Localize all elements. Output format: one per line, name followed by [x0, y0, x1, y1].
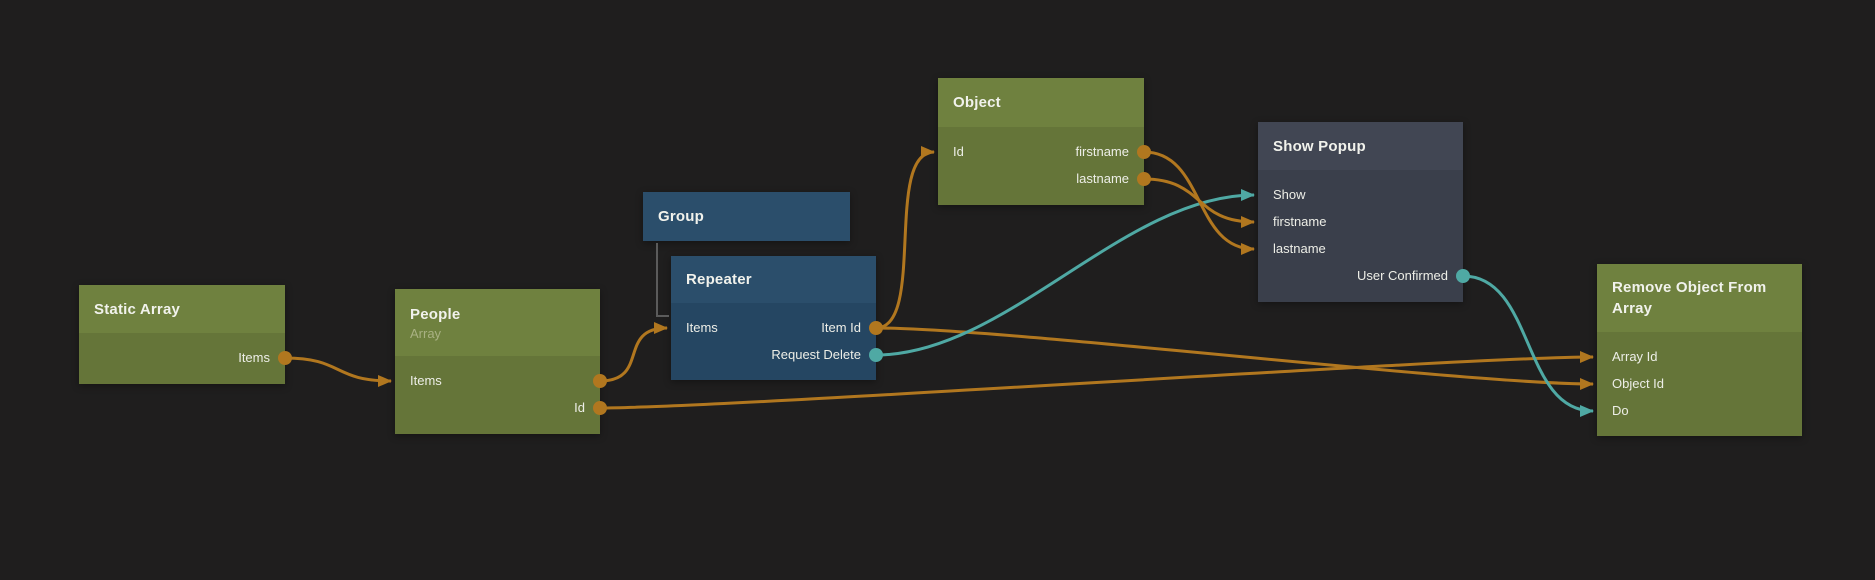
node-subtitle: Array [410, 325, 442, 341]
port-items[interactable]: Items [686, 320, 718, 335]
port-lastname[interactable]: lastname [1273, 241, 1326, 256]
node-header[interactable]: Group [643, 192, 850, 241]
port-row: Show [1258, 181, 1463, 208]
port-id[interactable]: Id [574, 400, 585, 415]
node-body: Items [79, 333, 285, 371]
node-body: Array Id Object Id Do [1597, 332, 1802, 424]
node-title: Show Popup [1273, 137, 1366, 155]
port-row: Items [395, 367, 600, 394]
node-title: Remove Object From Array [1612, 279, 1767, 317]
port-object-id[interactable]: Object Id [1612, 376, 1665, 391]
port-item-id[interactable]: Item Id [821, 320, 861, 335]
port-row: Request Delete [671, 341, 876, 368]
port-row: lastname [938, 165, 1144, 192]
node-header[interactable]: Static Array [79, 285, 285, 333]
port-firstname[interactable]: firstname [1273, 214, 1327, 229]
port-firstname[interactable]: firstname [1075, 144, 1129, 159]
port-id[interactable]: Id [953, 144, 964, 159]
port-row: Items Item Id [671, 314, 876, 341]
port-request-delete[interactable]: Request Delete [771, 347, 861, 362]
node-body: Items Item Id Request Delete [671, 303, 876, 368]
wire-static-array-items-to-people-items[interactable] [284, 356, 392, 387]
port-array-id[interactable]: Array Id [1612, 349, 1658, 364]
port-row: firstname [1258, 208, 1463, 235]
node-title: Group [658, 208, 704, 225]
node-group[interactable]: Group [643, 192, 850, 241]
wire-show-popup-user-confirmed-to-remove-object-do[interactable] [1462, 274, 1594, 417]
port-items[interactable]: Items [238, 350, 270, 365]
port-row: Do [1597, 397, 1802, 424]
group-child-connector [656, 243, 669, 317]
port-do[interactable]: Do [1612, 403, 1629, 418]
port-items[interactable]: Items [410, 373, 442, 388]
node-header[interactable]: Object [938, 78, 1144, 127]
wire-object-lastname-to-show-popup-firstname[interactable] [1143, 177, 1255, 228]
port-row: Id firstname [938, 138, 1144, 165]
node-body: Id firstname lastname [938, 127, 1144, 192]
node-title: People [410, 305, 461, 323]
port-user-confirmed[interactable]: User Confirmed [1356, 268, 1448, 283]
node-title: Static Array [94, 300, 181, 318]
port-row: Id [395, 394, 600, 421]
port-row: User Confirmed [1258, 262, 1463, 289]
port-row: Array Id [1597, 343, 1802, 370]
node-header[interactable]: Repeater [671, 256, 876, 303]
port-row: lastname [1258, 235, 1463, 262]
port-show[interactable]: Show [1273, 187, 1306, 202]
wire-people-items-to-repeater-items[interactable] [599, 322, 668, 383]
port-lastname[interactable]: lastname [1076, 171, 1129, 186]
node-title: Repeater [686, 271, 752, 288]
wire-repeater-item-id-to-remove-object-object-id[interactable] [875, 326, 1594, 390]
node-title: Object [953, 94, 1001, 111]
port-row: Items [79, 344, 285, 371]
wire-repeater-item-id-to-object-id[interactable] [875, 146, 935, 330]
node-header[interactable]: Remove Object From Array [1597, 264, 1802, 332]
node-header[interactable]: Show Popup [1258, 122, 1463, 170]
wire-people-id-to-remove-object-array-id[interactable] [599, 351, 1594, 410]
port-row: Object Id [1597, 370, 1802, 397]
